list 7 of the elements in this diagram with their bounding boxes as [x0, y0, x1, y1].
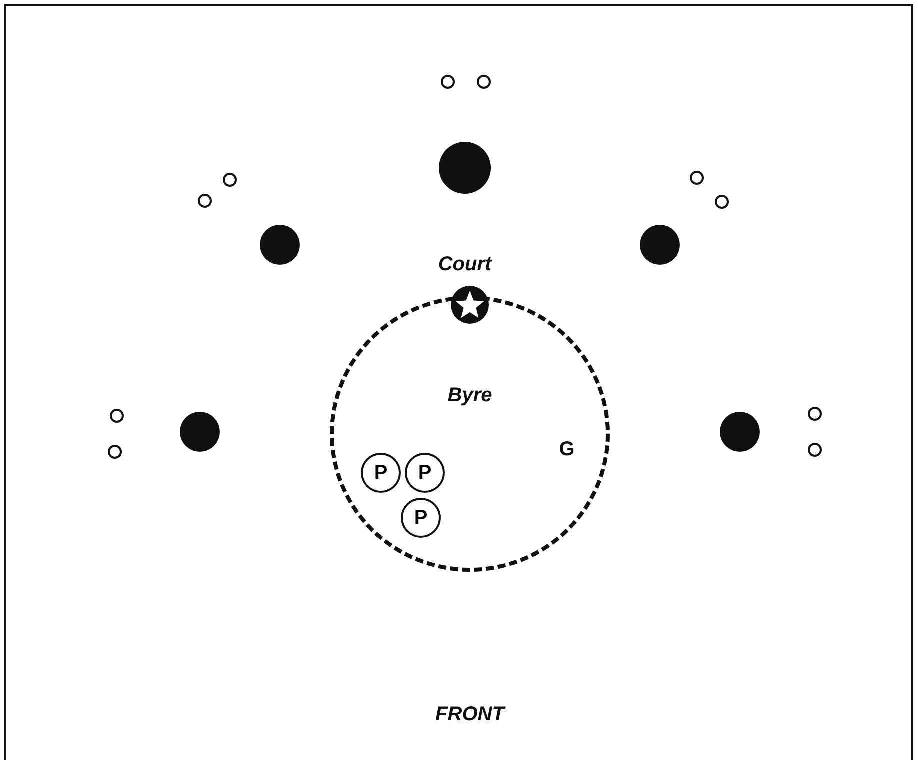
piece-circle: P: [401, 498, 441, 538]
side-label: FRONT: [436, 704, 504, 726]
piece-circle: P: [405, 453, 445, 493]
area-label: Byre: [448, 384, 492, 408]
letter-marker: G: [559, 438, 575, 462]
piece-circle: P: [361, 453, 401, 493]
area-label: Court: [438, 254, 492, 276]
